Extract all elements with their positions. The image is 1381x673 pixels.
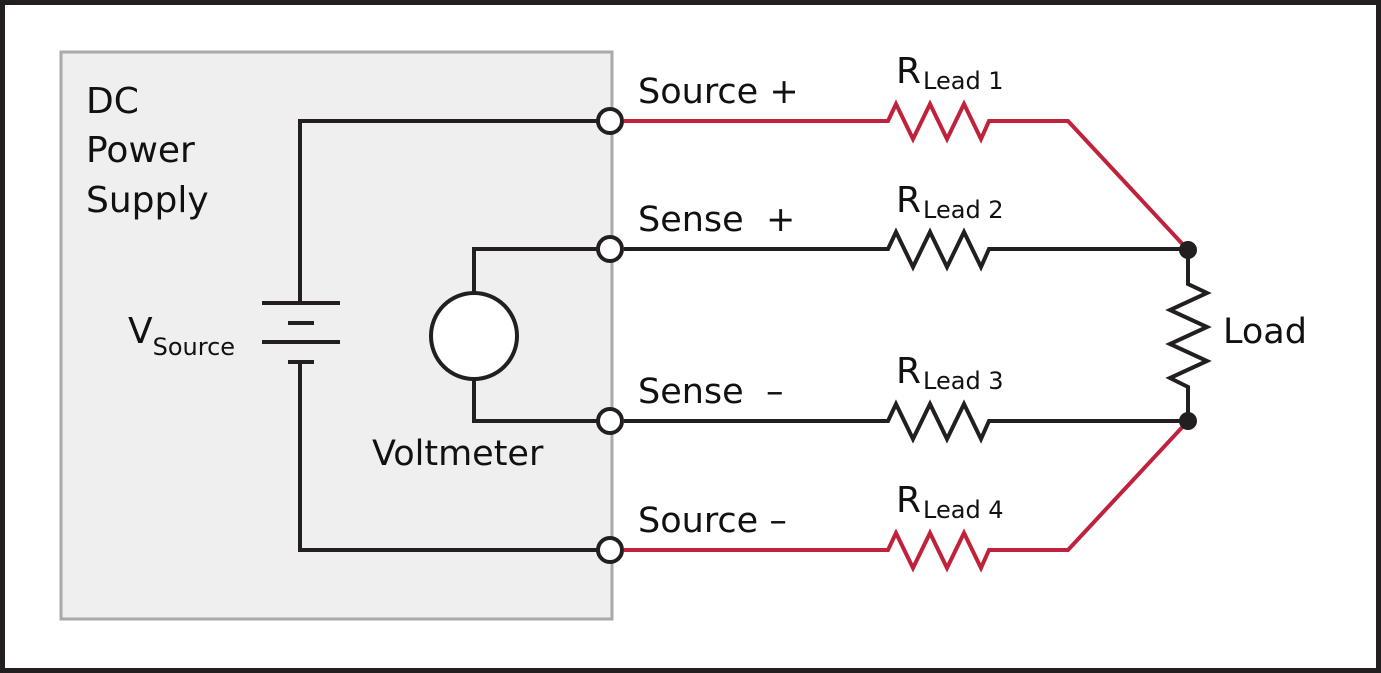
terminal-label-sense-minus: Sense –: [638, 372, 783, 412]
terminal-label-sense-plus: Sense +: [638, 200, 795, 240]
power-supply-label-line-1: DC: [86, 81, 139, 122]
lead-wire-source-minus: [624, 419, 1190, 573]
lead-wire-sense-minus: [624, 399, 1188, 444]
lead-wire-sense-plus: [624, 227, 1188, 272]
terminal-label-source-plus: Source +: [638, 72, 799, 112]
power-supply-label-line-3: Supply: [86, 180, 209, 221]
terminal-label-source-minus: Source –: [638, 501, 787, 541]
terminal-source-minus: [596, 536, 624, 564]
battery-icon: [262, 119, 610, 552]
lead-resistor-label-2: RLead 2: [896, 180, 1004, 224]
load-resistor-icon: [1165, 241, 1212, 430]
lead-resistor-label-4: RLead 4: [896, 480, 1004, 524]
voltmeter-label: Voltmeter: [372, 434, 544, 474]
terminal-sense-plus: [596, 235, 624, 263]
power-supply-label-line-2: Power: [86, 130, 195, 171]
terminal-sense-minus: [596, 407, 624, 435]
source-voltage-label: VSource: [128, 311, 235, 361]
terminal-source-plus: [596, 107, 624, 135]
voltmeter-icon: [429, 247, 610, 423]
lead-resistor-label-1: RLead 1: [896, 51, 1004, 95]
load-label: Load: [1223, 312, 1307, 352]
lead-wire-source-plus: [624, 99, 1190, 252]
source-voltage-label-main: V: [128, 311, 153, 352]
power-supply-box: [59, 50, 614, 621]
source-voltage-label-sub: Source: [153, 333, 235, 361]
lead-resistor-label-3: RLead 3: [896, 351, 1004, 395]
